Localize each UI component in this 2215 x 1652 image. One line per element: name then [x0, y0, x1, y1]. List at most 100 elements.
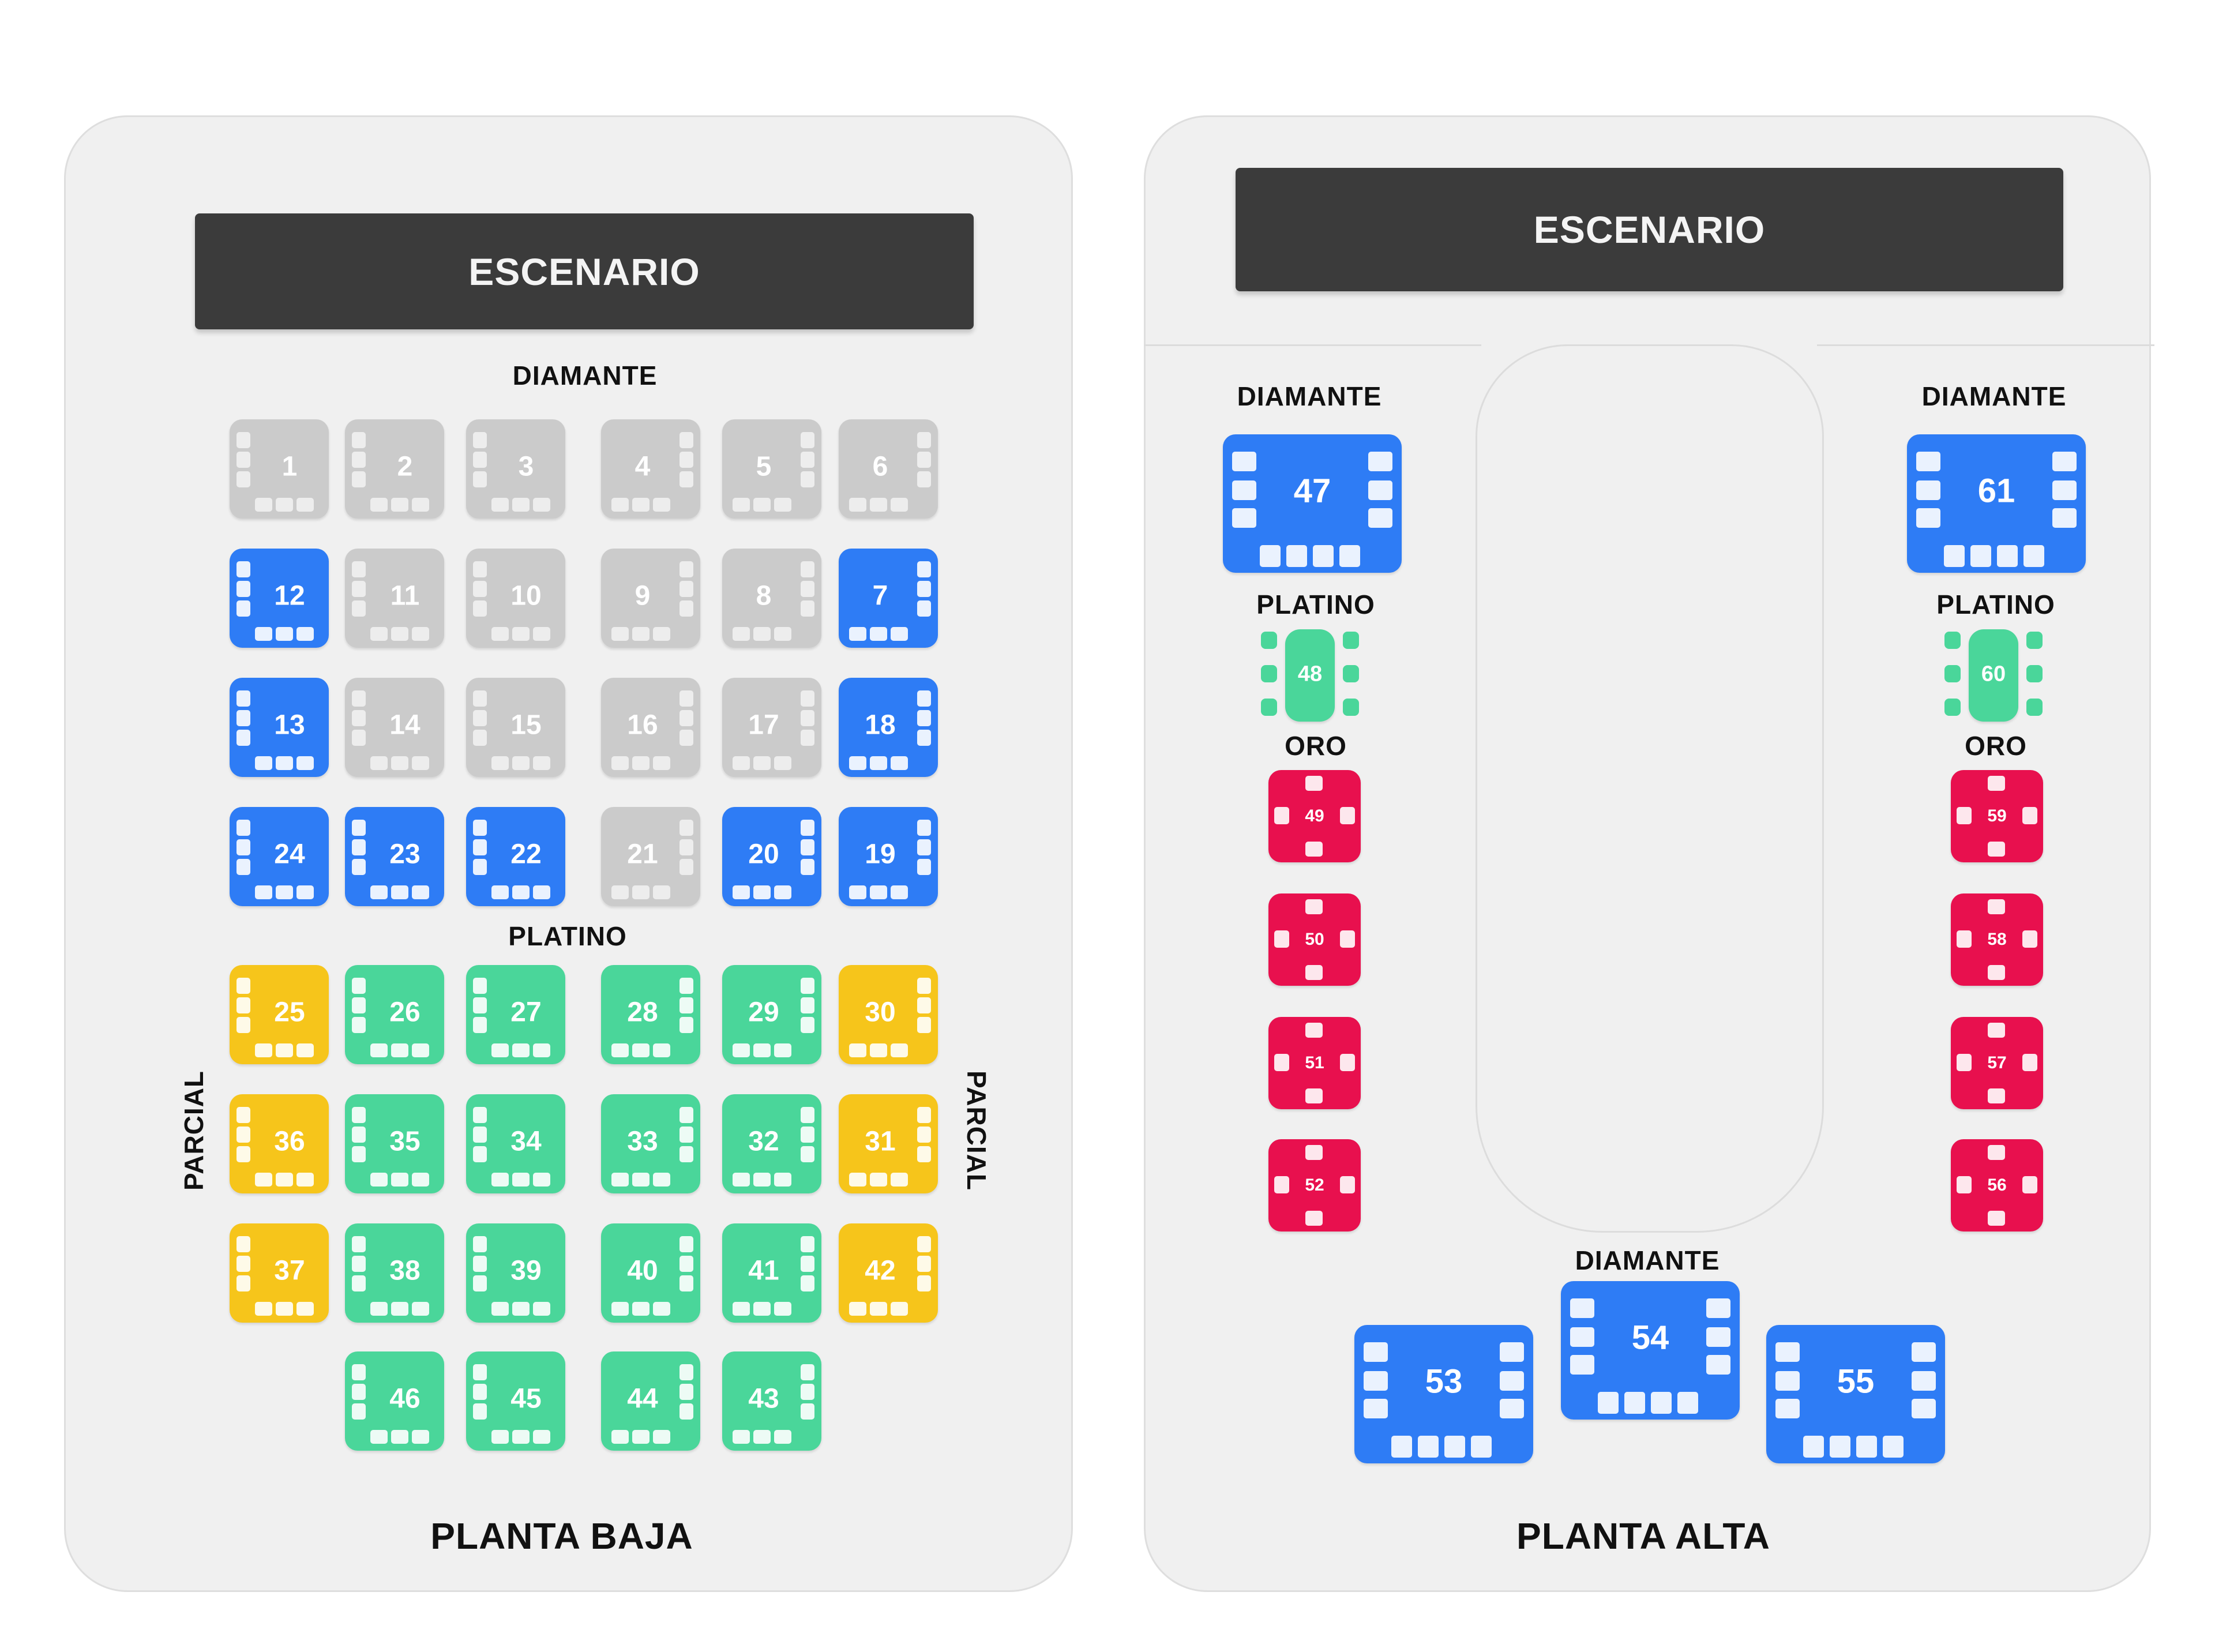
- table-42[interactable]: 42: [839, 1223, 938, 1323]
- chair: [533, 627, 550, 641]
- table-49[interactable]: 49: [1268, 770, 1361, 862]
- table-24[interactable]: 24: [230, 807, 329, 906]
- chair: [632, 1173, 650, 1187]
- table-number: 26: [389, 997, 421, 1028]
- chair: [236, 1107, 250, 1123]
- table-29[interactable]: 29: [722, 965, 821, 1064]
- chair: [1343, 665, 1359, 682]
- chair: [1305, 776, 1323, 791]
- table-48[interactable]: 48: [1285, 629, 1335, 722]
- stage-planta-baja: ESCENARIO: [195, 213, 974, 329]
- table-47[interactable]: 47: [1223, 434, 1402, 573]
- table-46[interactable]: 46: [345, 1351, 444, 1451]
- chair: [801, 471, 814, 487]
- table-10: 10: [466, 549, 565, 648]
- chair: [801, 839, 814, 855]
- table-18[interactable]: 18: [839, 678, 938, 777]
- table-36[interactable]: 36: [230, 1094, 329, 1193]
- table-57[interactable]: 57: [1951, 1017, 2043, 1109]
- chair: [679, 432, 693, 448]
- chair: [679, 820, 693, 836]
- table-19[interactable]: 19: [839, 807, 938, 906]
- table-25[interactable]: 25: [230, 965, 329, 1064]
- chair: [1988, 1088, 2005, 1103]
- table-51[interactable]: 51: [1268, 1017, 1361, 1109]
- chair: [473, 600, 487, 617]
- chair: [801, 1256, 814, 1272]
- table-45[interactable]: 45: [466, 1351, 565, 1451]
- chair: [1598, 1392, 1619, 1414]
- chair: [296, 1173, 314, 1187]
- chair: [774, 756, 791, 770]
- table-number: 53: [1425, 1362, 1463, 1401]
- planta-baja-panel: ESCENARIO DIAMANTE PLATINO PARCIAL PARCI…: [64, 115, 1073, 1592]
- table-61[interactable]: 61: [1907, 434, 2086, 573]
- chair: [917, 1107, 931, 1123]
- table-27[interactable]: 27: [466, 965, 565, 1064]
- chair: [412, 1043, 429, 1057]
- walkway-left-edge: [1144, 344, 1481, 346]
- chair: [370, 1043, 388, 1057]
- chair: [1305, 1145, 1323, 1160]
- chair: [1775, 1399, 1800, 1418]
- chair: [801, 600, 814, 617]
- chair: [917, 452, 931, 468]
- table-59[interactable]: 59: [1951, 770, 2043, 862]
- chair: [296, 885, 314, 899]
- table-39[interactable]: 39: [466, 1223, 565, 1323]
- table-40[interactable]: 40: [601, 1223, 700, 1323]
- table-35[interactable]: 35: [345, 1094, 444, 1193]
- table-20[interactable]: 20: [722, 807, 821, 906]
- chair: [473, 978, 487, 994]
- chair: [2022, 930, 2037, 948]
- table-55[interactable]: 55: [1766, 1325, 1945, 1463]
- chair: [1305, 1088, 1323, 1103]
- table-31[interactable]: 31: [839, 1094, 938, 1193]
- table-54[interactable]: 54: [1561, 1281, 1740, 1420]
- chair: [473, 561, 487, 577]
- table-50[interactable]: 50: [1268, 893, 1361, 986]
- table-34[interactable]: 34: [466, 1094, 565, 1193]
- chair: [653, 1173, 670, 1187]
- chair: [1706, 1327, 1730, 1347]
- table-number: 41: [748, 1255, 779, 1286]
- table-number: 20: [748, 839, 779, 870]
- table-22[interactable]: 22: [466, 807, 565, 906]
- table-number: 43: [748, 1383, 779, 1414]
- right-diamante-label: DIAMANTE: [1921, 381, 2067, 411]
- table-52[interactable]: 52: [1268, 1139, 1361, 1232]
- table-number: 49: [1305, 806, 1324, 825]
- table-30[interactable]: 30: [839, 965, 938, 1064]
- table-60[interactable]: 60: [1969, 629, 2018, 722]
- table-58[interactable]: 58: [1951, 893, 2043, 986]
- table-37[interactable]: 37: [230, 1223, 329, 1323]
- table-12[interactable]: 12: [230, 549, 329, 648]
- chair: [753, 627, 771, 641]
- table-23[interactable]: 23: [345, 807, 444, 906]
- chair: [849, 1302, 866, 1316]
- table-41[interactable]: 41: [722, 1223, 821, 1323]
- table-7[interactable]: 7: [839, 549, 938, 648]
- table-number: 52: [1305, 1176, 1324, 1195]
- table-53[interactable]: 53: [1354, 1325, 1533, 1463]
- table-38[interactable]: 38: [345, 1223, 444, 1323]
- chair: [801, 1403, 814, 1420]
- chair: [276, 627, 293, 641]
- table-13[interactable]: 13: [230, 678, 329, 777]
- table-number: 38: [389, 1255, 421, 1286]
- table-28[interactable]: 28: [601, 965, 700, 1064]
- chair: [473, 1236, 487, 1252]
- table-number: 35: [389, 1126, 421, 1157]
- chair: [255, 1043, 272, 1057]
- table-32[interactable]: 32: [722, 1094, 821, 1193]
- table-43[interactable]: 43: [722, 1351, 821, 1451]
- chair: [611, 1430, 629, 1444]
- table-56[interactable]: 56: [1951, 1139, 2043, 1232]
- chair: [679, 600, 693, 617]
- chair: [473, 997, 487, 1013]
- table-33[interactable]: 33: [601, 1094, 700, 1193]
- table-26[interactable]: 26: [345, 965, 444, 1064]
- table-44[interactable]: 44: [601, 1351, 700, 1451]
- chair: [1944, 545, 1965, 567]
